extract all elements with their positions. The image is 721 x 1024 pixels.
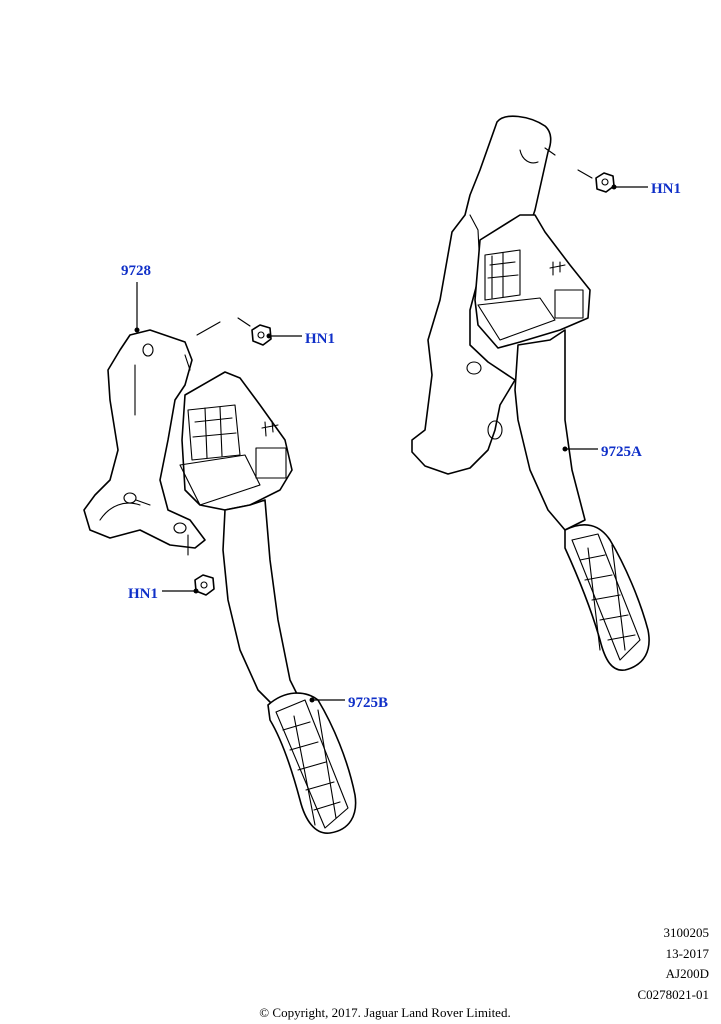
sensor-housing-right <box>474 214 591 349</box>
callout-hn1-middle: HN1 <box>305 331 335 347</box>
callout-9725b: 9725B <box>348 695 388 711</box>
callout-hn1-top-right: HN1 <box>651 181 681 197</box>
copyright-notice: © Copyright, 2017. Jaguar Land Rover Lim… <box>259 1005 511 1020</box>
info-line-3: AJ200D <box>665 966 709 981</box>
bracket-9728 <box>83 329 206 549</box>
callout-9725a: 9725A <box>601 444 642 460</box>
callout-9728: 9728 <box>121 263 151 279</box>
info-line-1: 3100205 <box>663 925 710 940</box>
pedal-assembly-9725b <box>83 317 357 834</box>
info-line-4: C0278021-01 <box>637 987 710 1002</box>
pedal-arm-left <box>222 499 301 711</box>
sensor-housing-left <box>181 371 293 511</box>
nut-hn1-middle <box>251 324 272 346</box>
nut-hn1-top-right <box>595 172 615 193</box>
callout-hn1-bottom: HN1 <box>128 586 158 602</box>
pedal-assembly-9725a <box>411 115 650 671</box>
leader-lines <box>134 184 648 703</box>
info-line-2: 13-2017 <box>665 946 709 961</box>
pedal-arm-right <box>514 329 586 531</box>
